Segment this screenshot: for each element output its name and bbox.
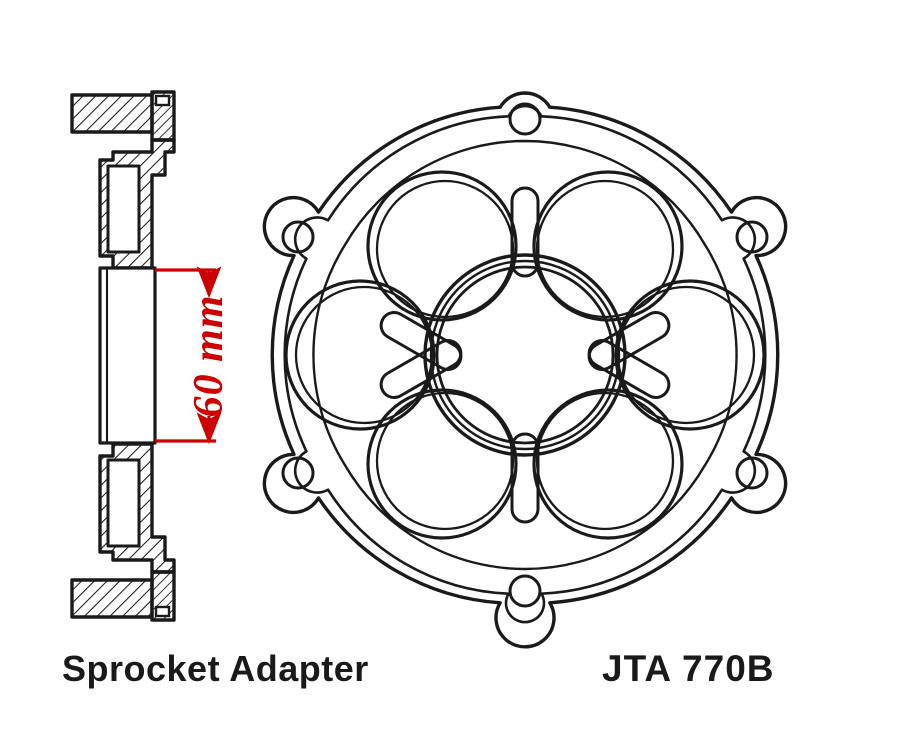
cross-section-view (70, 90, 176, 622)
face-inner-web-ring (312, 139, 738, 571)
section-center-barrel (98, 266, 157, 445)
center-ring-inner (435, 265, 615, 445)
slot-bottom (510, 432, 540, 524)
face-bolt-holes (281, 102, 769, 608)
dimension-60mm: 60 mm (155, 266, 232, 445)
bolt-hole-bottom (508, 574, 542, 608)
center-ring-outer (423, 253, 627, 457)
section-top-flange-arm (70, 90, 176, 142)
face-outer-profile (262, 91, 788, 649)
section-bottom-flange-arm (70, 570, 176, 622)
bolt-hole-top (508, 102, 542, 136)
bolt-hole-upper-right (735, 220, 769, 254)
face-radial-slots (379, 186, 671, 524)
face-view (262, 91, 788, 649)
bolt-hole-lower-right (735, 456, 769, 490)
face-center-bore (423, 253, 627, 457)
section-bottom-hub (98, 442, 176, 574)
slot-top (510, 186, 540, 278)
bolt-hole-upper-left (281, 220, 315, 254)
bolt-hole-lower-left (281, 456, 315, 490)
dimension-60mm-label: 60 mm (186, 295, 232, 418)
cutout-left (284, 279, 436, 431)
section-top-hub (98, 138, 176, 270)
cutout-right (614, 279, 766, 431)
center-ring-middle (429, 259, 621, 451)
